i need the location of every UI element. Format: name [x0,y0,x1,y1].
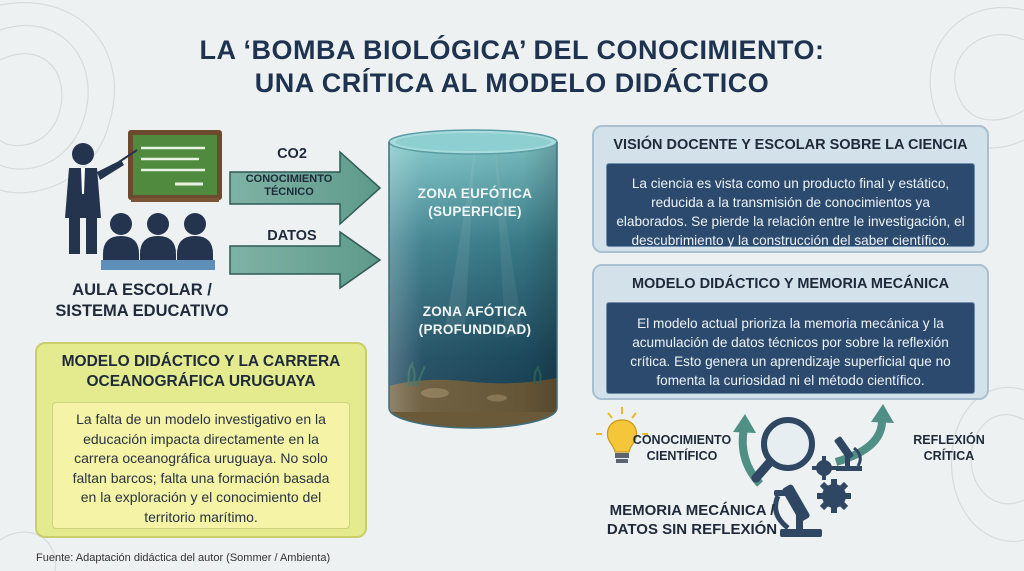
uruguay-career-box: MODELO DIDÁCTICO Y LA CARRERA OCEANOGRÁF… [35,342,367,538]
small-microscope-icon [834,436,862,471]
ocean-cylinder [388,129,558,429]
students-icon [101,213,215,270]
teacher-vision-header: VISIÓN DOCENTE Y ESCOLAR SOBRE LA CIENCI… [613,137,968,153]
source-footer: Fuente: Adaptación didáctica del autor (… [36,552,331,564]
knowledge-arrow [229,150,382,226]
critical-reflection-label: REFLEXIÓN CRÍTICA [913,433,985,463]
co2-label: CO2 [277,146,307,162]
mechanical-memory-label: MEMORIA MECÁNICA / DATOS SIN REFLEXIÓN [606,502,778,538]
mechanical-memory-body: El modelo actual prioriza la memoria mec… [606,302,975,394]
right-curved-arrow [834,417,887,466]
classroom-illustration [65,130,222,270]
uruguay-career-header: MODELO DIDÁCTICO Y LA CARRERA OCEANOGRÁF… [61,353,341,390]
teacher-icon [65,143,138,254]
teacher-vision-body: La ciencia es vista como un producto fin… [606,163,975,248]
page-title: LA ‘BOMBA BIOLÓGICA’ DEL CONOCIMIENTO: U… [0,34,1024,100]
mechanical-memory-header: MODELO DIDÁCTICO Y MEMORIA MECÁNICA [631,276,950,292]
teacher-vision-box: VISIÓN DOCENTE Y ESCOLAR SOBRE LA CIENCI… [592,125,989,253]
magnifier-icon [751,417,815,483]
title-line-2: UNA CRÍTICA AL MODELO DIDÁCTICO [254,68,770,98]
lightbulb-icon [596,407,648,463]
technical-knowledge-label: CONOCIMIENTO TÉCNICO [245,173,333,198]
flow-arrows [229,150,382,290]
aphotic-zone-label: ZONA AFÓTICA (PROFUNDIDAD) [418,304,532,337]
large-microscope-icon [773,484,822,537]
classroom-label: AULA ESCOLAR / SISTEMA EDUCATIVO [55,281,229,320]
mechanical-memory-box: MODELO DIDÁCTICO Y MEMORIA MECÁNICA El m… [592,264,989,400]
title-line-1: LA ‘BOMBA BIOLÓGICA’ DEL CONOCIMIENTO: [199,35,825,65]
science-icons-cluster [596,404,894,537]
gear-icon [812,456,851,513]
scientific-knowledge-label: CONOCIMIENTO CIENTÍFICO [632,433,732,463]
data-label: DATOS [267,228,317,244]
euphotic-zone-label: ZONA EUFÓTICA (SUPERFICIE) [417,186,533,219]
chalkboard-icon [128,130,222,202]
uruguay-career-body: La falta de un modelo investigativo en l… [52,402,350,529]
data-arrow [229,230,382,290]
